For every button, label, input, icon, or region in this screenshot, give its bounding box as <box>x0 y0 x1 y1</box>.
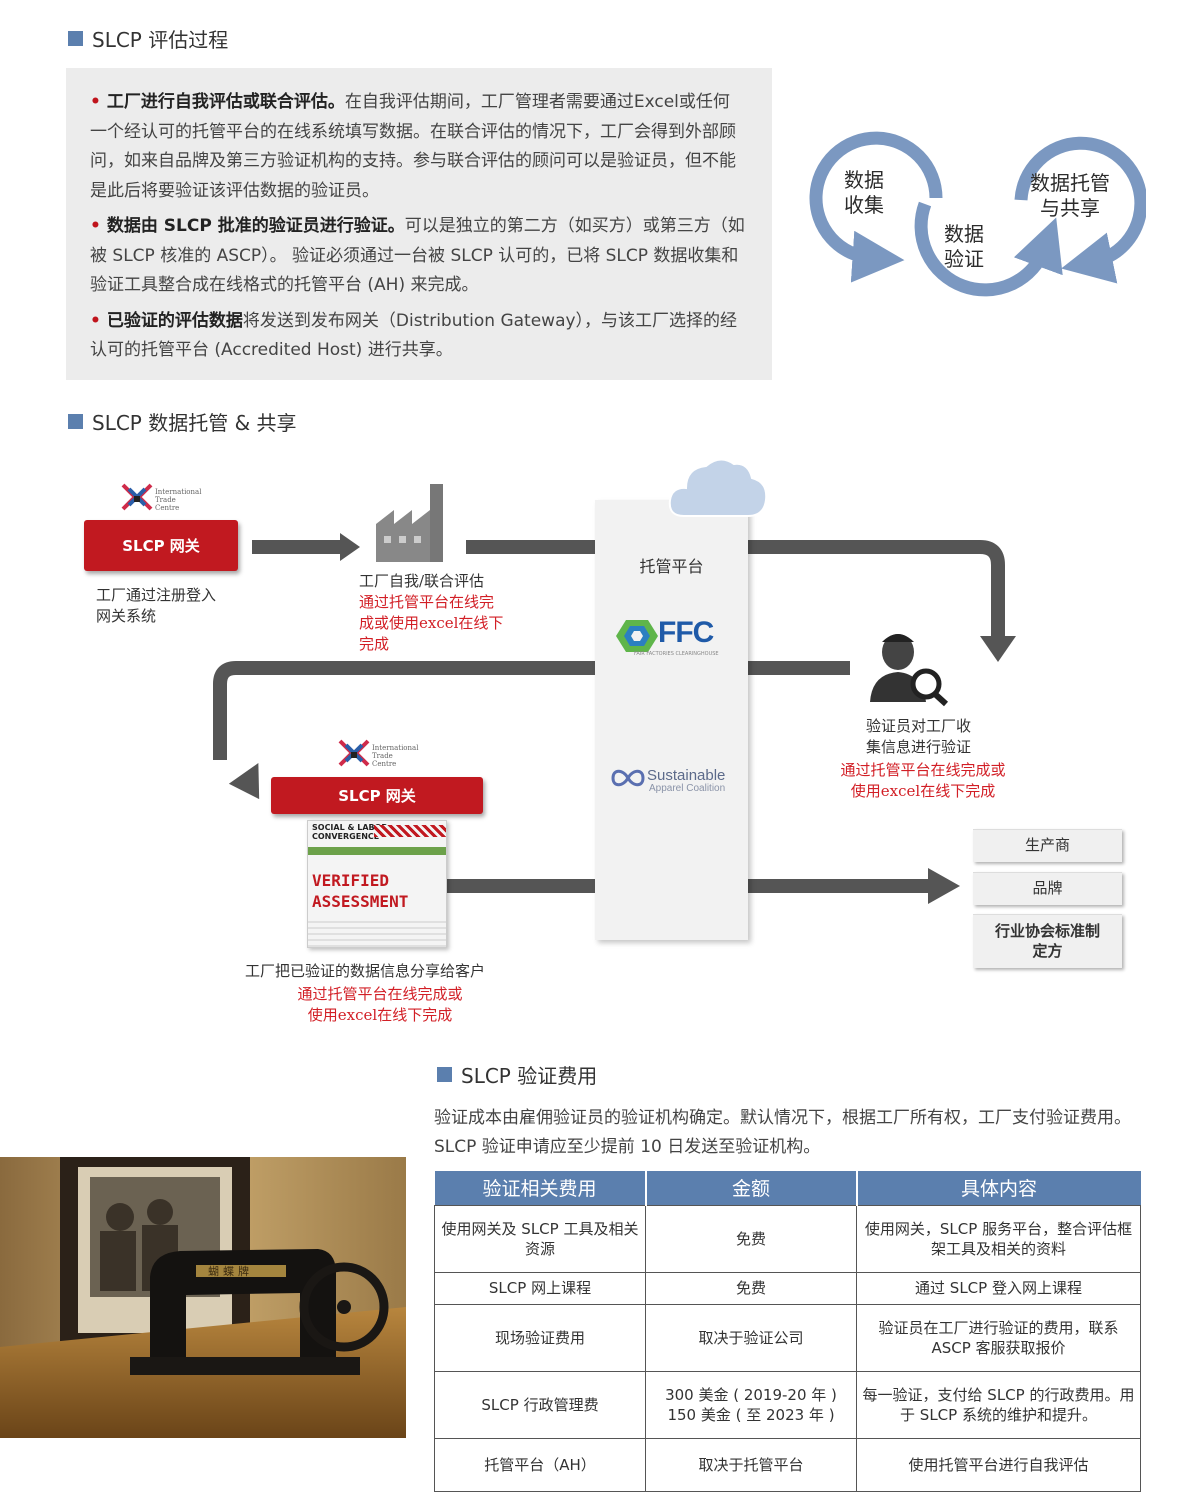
factory-icon <box>376 484 443 562</box>
cycle-arrow-share <box>1014 136 1146 284</box>
sewing-machine-image <box>0 1157 406 1438</box>
bullet-paragraph: •数据由 SLCP 批准的验证员进行验证。可以是独立的第二方（如买方）或第三方（… <box>90 212 746 301</box>
arrow-head-icon <box>228 763 260 800</box>
arrow-head-icon <box>340 533 360 561</box>
ffc-logo-sub: FAIR FACTORIES CLEARINGHOUSE <box>634 651 719 657</box>
recipient-manufacturer: 生产商 <box>973 829 1122 862</box>
document-bar <box>308 847 446 855</box>
fee-table: 验证相关费用 金额 具体内容 使用网关及 SLCP 工具及相关资源 免费 使用网… <box>434 1171 1141 1492</box>
bullet-icon: • <box>90 310 101 331</box>
cycle-label-verify: 数据 验证 <box>944 222 984 271</box>
bullet-icon: • <box>90 92 101 112</box>
host-platform-title: 托管平台 <box>639 557 704 576</box>
table-header-row: 验证相关费用 金额 具体内容 <box>434 1171 1141 1205</box>
document-lines <box>308 917 446 947</box>
bullet-icon: • <box>90 216 101 236</box>
bullet-paragraph: •工厂进行自我评估或联合评估。在自我评估期间，工厂管理者需要通过Excel或任何… <box>90 88 746 206</box>
factory-caption-red: 通过托管平台在线完 成或使用excel在线下 完成 <box>359 593 504 653</box>
host-platform-panel <box>595 500 748 940</box>
slcp-gateway-button-2[interactable]: SLCP 网关 <box>271 777 483 814</box>
recipient-brand: 品牌 <box>973 872 1122 905</box>
bullet-strong: 已验证的评估数据 <box>106 310 243 331</box>
section-title-text: SLCP 数据托管 & 共享 <box>92 411 297 435</box>
arrow-head-icon <box>928 868 960 904</box>
table-cell: 使用网关，SLCP 服务平台，整合评估框架工具及相关的资料 <box>856 1204 1141 1273</box>
sac-logo-icon <box>611 769 645 787</box>
sewing-machine-photo: 蝴蝶牌 <box>0 1157 406 1438</box>
gateway-caption: 工厂通过注册登入 网关系统 <box>96 586 217 625</box>
table-cell: 现场验证费用 <box>434 1303 646 1372</box>
document-header: SOCIAL & LABOR CONVERGENCE <box>312 823 388 841</box>
verifier-caption: 验证员对工厂收 集信息进行验证 <box>866 717 972 756</box>
table-cell: 300 美金 ( 2019-20 年 ) 150 美金 ( 至 2023 年 ) <box>645 1370 857 1439</box>
cycle-arrow-verify <box>914 201 1063 297</box>
cloud-icon <box>668 458 768 517</box>
arrow-head-icon <box>980 636 1016 662</box>
document-stamp-assessment: ASSESSMENT <box>312 892 409 911</box>
itc-logo-text: International Trade Centre <box>372 744 419 768</box>
table-cell: SLCP 行政管理费 <box>434 1370 646 1439</box>
verified-assessment-document: SOCIAL & LABOR CONVERGENCE VERIFIED ASSE… <box>307 820 447 948</box>
share-caption: 工厂把已验证的数据信息分享给客户 <box>245 962 486 980</box>
bullet-text: 在自我评估期间，工厂管理者需要通过Excel或任何一个经认可的托管平台的在线系统… <box>90 92 736 201</box>
fee-intro-text: 验证成本由雇佣验证员的验证机构确定。默认情况下，根据工厂所有权，工厂支付验证费用… <box>434 1108 1131 1157</box>
cycle-label-share: 数据托管 与共享 <box>1030 171 1110 220</box>
table-row: SLCP 行政管理费 300 美金 ( 2019-20 年 ) 150 美金 (… <box>434 1370 1141 1439</box>
table-cell: 免费 <box>645 1204 857 1273</box>
cycle-diagram <box>809 131 1146 297</box>
assessment-process-box: •工厂进行自我评估或联合评估。在自我评估期间，工厂管理者需要通过Excel或任何… <box>66 68 772 380</box>
table-header-cell: 金额 <box>644 1171 857 1205</box>
section-title-hosting: SLCP 数据托管 & 共享 <box>68 407 297 436</box>
table-row: 使用网关及 SLCP 工具及相关资源 免费 使用网关，SLCP 服务平台，整合评… <box>434 1204 1141 1273</box>
table-row: SLCP 网上课程 免费 通过 SLCP 登入网上课程 <box>434 1271 1141 1305</box>
table-header-cell: 具体内容 <box>855 1171 1141 1205</box>
sac-logo-sub: Apparel Coalition <box>649 783 726 794</box>
bullet-text: 将发送到发布网关（Distribution Gateway），与该工厂选择的经认… <box>90 310 738 361</box>
table-header-cell: 验证相关费用 <box>434 1171 646 1205</box>
machine-brand-text: 蝴蝶牌 <box>208 1265 253 1278</box>
itc-logo-icon <box>121 483 153 511</box>
section-title-text: SLCP 评估过程 <box>92 28 229 52</box>
table-cell: 使用网关及 SLCP 工具及相关资源 <box>434 1204 646 1273</box>
ffc-logo-icon <box>616 620 658 652</box>
table-row: 现场验证费用 取决于验证公司 验证员在工厂进行验证的费用，联系 ASCP 客服获… <box>434 1303 1141 1372</box>
table-cell: 取决于验证公司 <box>645 1303 857 1372</box>
slcp-gateway-button[interactable]: SLCP 网关 <box>84 520 238 571</box>
section-title-fees: SLCP 验证费用 <box>437 1060 597 1089</box>
table-cell: 免费 <box>645 1271 857 1305</box>
document-stamp-verified: VERIFIED <box>312 871 390 890</box>
cycle-label-collect: 数据 收集 <box>844 168 884 217</box>
sac-logo-name: Sustainable <box>647 767 726 784</box>
title-square-icon <box>68 414 83 429</box>
table-cell: 通过 SLCP 登入网上课程 <box>856 1271 1141 1305</box>
section-title-assessment: SLCP 评估过程 <box>68 24 228 53</box>
verifier-icon <box>870 634 949 707</box>
table-cell: 每一验证，支付给 SLCP 的行政费用。用于 SLCP 系统的维护和提升。 <box>856 1370 1141 1439</box>
title-square-icon <box>437 1067 452 1082</box>
table-row: 托管平台（AH） 取决于托管平台 使用托管平台进行自我评估 <box>434 1437 1141 1492</box>
itc-logo-icon <box>338 739 370 767</box>
table-cell: 使用托管平台进行自我评估 <box>856 1437 1141 1492</box>
title-square-icon <box>68 31 83 46</box>
cycle-arrow-collect <box>809 131 943 283</box>
table-cell: 托管平台（AH） <box>434 1437 646 1492</box>
table-cell: SLCP 网上课程 <box>434 1271 646 1305</box>
flow-arrows <box>213 533 1016 904</box>
bullet-strong: 工厂进行自我评估或联合评估。 <box>106 92 345 112</box>
share-caption-red: 通过托管平台在线完成或 使用excel在线下完成 <box>297 985 463 1024</box>
table-cell: 取决于托管平台 <box>645 1437 857 1492</box>
factory-caption: 工厂自我/联合评估 <box>359 572 485 590</box>
table-cell: 验证员在工厂进行验证的费用，联系 ASCP 客服获取报价 <box>856 1303 1141 1372</box>
ffc-logo-text: FFC <box>658 616 714 649</box>
bullet-paragraph: •已验证的评估数据将发送到发布网关（Distribution Gateway），… <box>90 307 746 366</box>
section-title-text: SLCP 验证费用 <box>461 1064 598 1088</box>
itc-logo-text: International Trade Centre <box>155 488 202 512</box>
document-pattern <box>374 825 446 837</box>
bullet-text: 可以是独立的第二方（如买方）或第三方（如被 SLCP 核准的 ASCP）。 验证… <box>90 216 745 295</box>
recipient-standard-setter: 行业协会标准制 定方 <box>973 914 1122 968</box>
bullet-strong: 数据由 SLCP 批准的验证员进行验证。 <box>106 216 405 236</box>
verifier-caption-red: 通过托管平台在线完成或 使用excel在线下完成 <box>840 761 1006 800</box>
